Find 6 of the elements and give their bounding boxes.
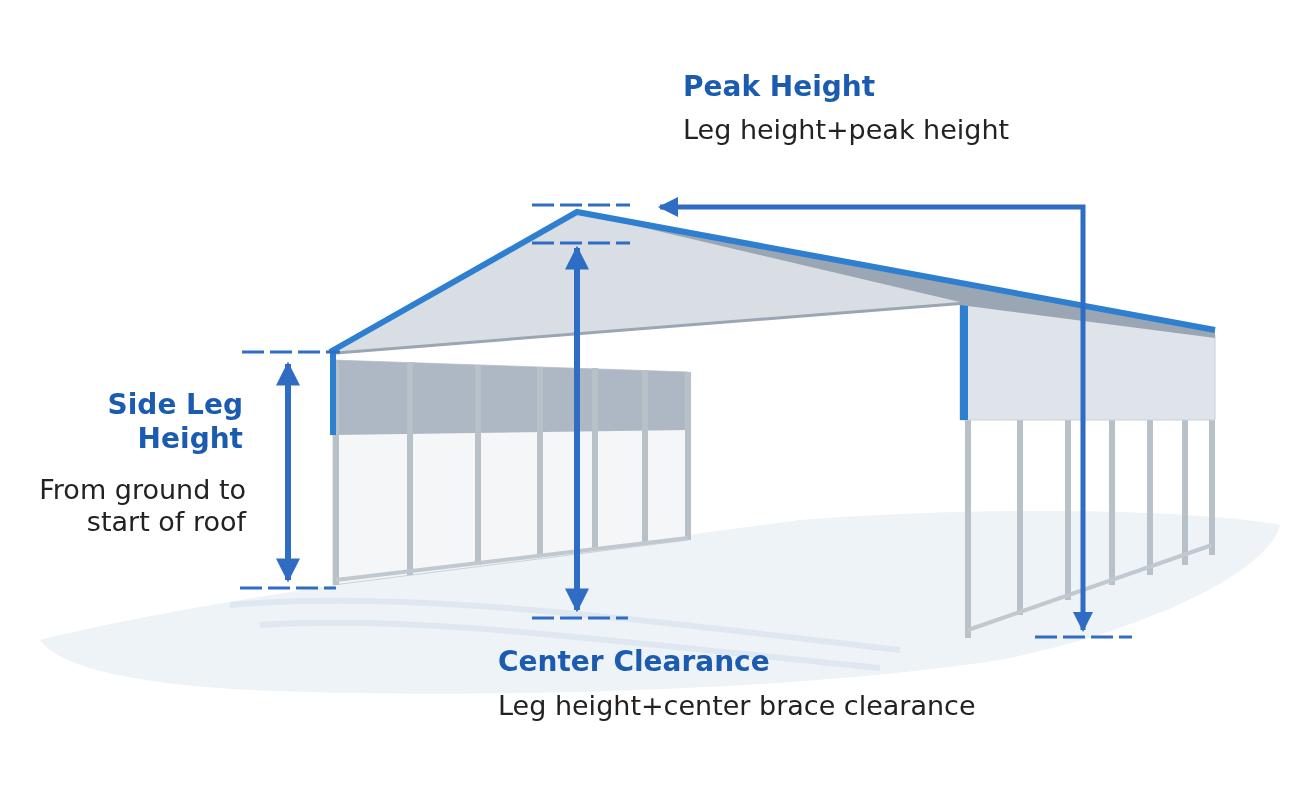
dimension-description: From ground to start of roof	[38, 474, 246, 539]
dimension-title: Side Leg Height	[106, 388, 243, 456]
dimension-description: Leg height+center brace clearance	[498, 690, 976, 723]
dimension-description: Leg height+peak height	[683, 114, 1010, 147]
dimension-title: Peak Height	[683, 70, 876, 104]
dimension-title: Center Clearance	[498, 645, 770, 679]
